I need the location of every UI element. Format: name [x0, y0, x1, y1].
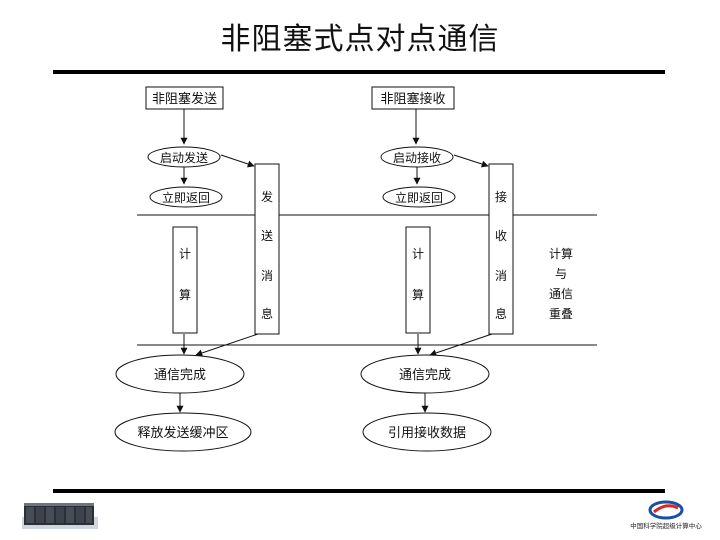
- logo-text: 中国科学院超级计算中心: [630, 522, 702, 530]
- top-rule: [53, 70, 665, 74]
- send-start-to-message-arrow: [220, 154, 255, 168]
- receive-message-char-4: 息: [495, 306, 507, 321]
- send-compute-char-2: 算: [179, 287, 191, 302]
- overlap-note-line-1: 计算: [549, 246, 573, 261]
- send-message-char-3: 消: [261, 269, 273, 283]
- receive-message-char-3: 消: [495, 269, 507, 283]
- receive-message-char-1: 接: [495, 189, 507, 204]
- logo-icon: [648, 500, 684, 520]
- send-column: 非阻塞发送 启动发送 立即返回 计 算 发 送 消 息 通信完成 释放发送缓冲区: [114, 86, 280, 452]
- nonblocking-receive-label: 非阻塞接收: [380, 91, 445, 107]
- use-received-data-node: [362, 412, 492, 452]
- receive-return-node: [382, 186, 456, 208]
- use-received-data-label: 引用接收数据: [388, 425, 466, 441]
- send-message-char-1: 发: [261, 189, 273, 204]
- send-message-char-2: 送: [261, 228, 273, 243]
- send-return-label: 立即返回: [162, 190, 210, 205]
- release-buffer-label: 释放发送缓冲区: [137, 425, 228, 441]
- receive-message-bar: [488, 163, 514, 335]
- start-receive-label: 启动接收: [393, 150, 441, 165]
- receive-return-label: 立即返回: [395, 190, 443, 205]
- receive-message-char-2: 收: [495, 229, 507, 243]
- receive-column: 非阻塞接收 启动接收 立即返回 计 算 接 收 消 息 通信完成 引用接收数据: [360, 86, 514, 452]
- start-send-label: 启动发送: [160, 150, 208, 165]
- send-compute-char-1: 计: [179, 247, 191, 261]
- organization-logo: 中国科学院超级计算中心: [620, 500, 712, 536]
- send-return-node: [149, 186, 223, 208]
- overlap-note: 计算 与 通信 重叠: [549, 246, 573, 321]
- overlap-note-line-4: 重叠: [549, 307, 573, 321]
- nonblocking-receive-box: [371, 86, 455, 110]
- nonblocking-send-label: 非阻塞发送: [152, 91, 217, 107]
- overlap-note-line-2: 与: [555, 267, 567, 281]
- server-rack-image: [22, 503, 98, 529]
- bottom-rule: [53, 489, 665, 493]
- page-title: 非阻塞式点对点通信: [220, 22, 500, 57]
- send-message-bar: [254, 163, 280, 335]
- receive-compute-bar: [405, 226, 431, 334]
- receive-compute-char-1: 计: [412, 247, 424, 261]
- receive-complete-label: 通信完成: [399, 368, 451, 383]
- receive-message-to-complete-arrow: [429, 333, 493, 357]
- send-complete-label: 通信完成: [154, 368, 206, 383]
- send-message-char-4: 息: [261, 306, 273, 321]
- send-message-to-complete-arrow: [195, 333, 259, 357]
- receive-compute-char-2: 算: [412, 287, 424, 302]
- send-compute-bar: [172, 226, 198, 334]
- overlap-note-line-3: 通信: [549, 287, 573, 301]
- release-buffer-node: [114, 412, 252, 452]
- receive-start-to-message-arrow: [453, 154, 489, 168]
